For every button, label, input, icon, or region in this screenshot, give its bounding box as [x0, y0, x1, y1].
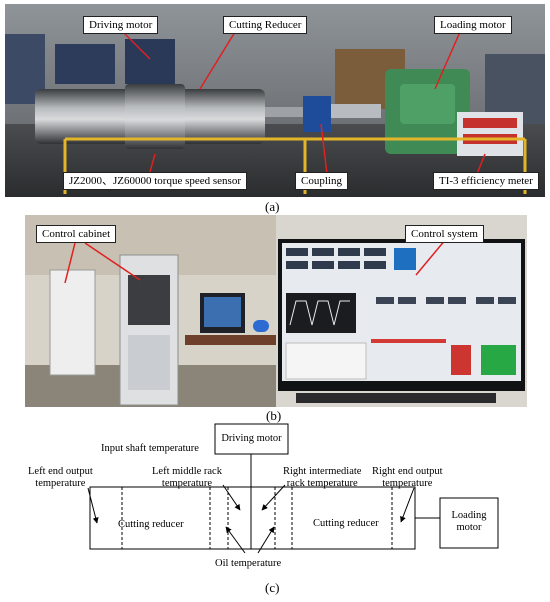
coupling-callout: Coupling [295, 172, 348, 190]
control-cabinet-callout: Control cabinet [36, 225, 117, 243]
test-bench-photo: Driving motor Cutting Reducer Loading mo… [5, 4, 545, 197]
torque-sensor-callout: JZ2000、JZ60000 torque speed sensor [63, 172, 248, 190]
loading-motor-box [439, 497, 499, 549]
control-cabinet-illustration [25, 215, 276, 407]
driving-motor-box-label: Driving motor [221, 433, 282, 444]
driving-motor-callout: Driving motor [83, 16, 159, 34]
panel-c-label: (c) [265, 580, 280, 595]
control-system-illustration [276, 215, 527, 407]
loading-motor-line1: Loading [451, 510, 487, 521]
right-end-line2: temperature [382, 478, 433, 489]
right-intermediate-line1: Right intermediate [283, 466, 362, 477]
right-end-output-temperature-label: Right end output temperature [372, 466, 443, 490]
left-end-line1: Left end output [28, 466, 93, 477]
temperature-measurement-diagram [87, 423, 499, 554]
left-end-output-temperature-label: Left end output temperature [28, 466, 93, 490]
left-middle-line1: Left middle rack [152, 466, 222, 477]
loading-motor-line2: motor [456, 522, 482, 533]
cutting-reducer-right-label: Cutting reducer [313, 518, 379, 529]
efficiency-meter-callout: TI-3 efficiency meter [433, 172, 539, 190]
left-middle-rack-temperature-label: Left middle rack temperature [152, 466, 222, 490]
left-end-line2: temperature [35, 478, 86, 489]
loading-motor-callout: Loading motor [434, 16, 512, 34]
panel-a-label: (a) [265, 199, 280, 214]
left-middle-line2: temperature [161, 478, 213, 489]
cutting-reducer-left-label: Cutting reducer [118, 519, 184, 530]
right-intermediate-line2: rack temperature [286, 478, 358, 489]
oil-temperature-label: Oil temperature [215, 558, 282, 569]
right-intermediate-rack-temperature-label: Right intermediate rack temperature [283, 466, 361, 490]
control-system-photo: Control system [276, 215, 527, 407]
input-shaft-temperature-label: Input shaft temperature [101, 443, 199, 454]
panel-b-label: (b) [266, 408, 282, 423]
driving-motor-box [214, 423, 289, 455]
right-end-line1: Right end output [372, 466, 443, 477]
control-cabinet-photo: Control cabinet [25, 215, 276, 407]
test-bench-illustration [5, 4, 545, 197]
control-system-callout: Control system [405, 225, 484, 243]
loading-motor-box-label: Loading motor [440, 510, 498, 534]
cutting-reducer-callout: Cutting Reducer [223, 16, 308, 34]
